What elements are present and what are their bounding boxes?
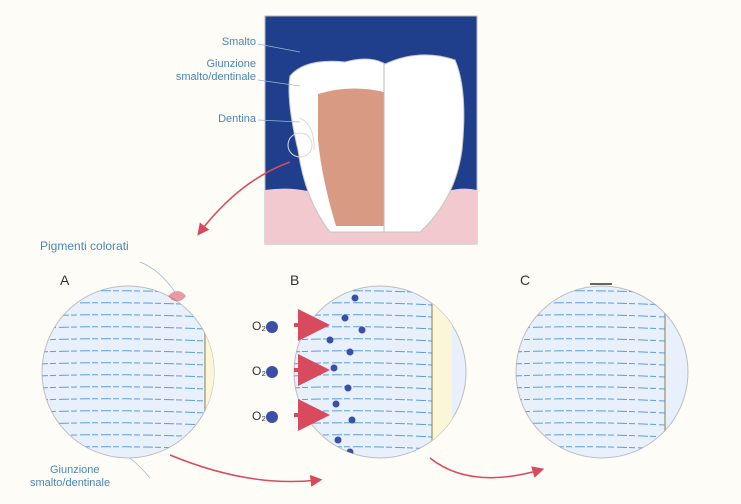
oxygen-particle (352, 295, 359, 302)
arrow-b-to-c (430, 458, 540, 478)
oxygen-label-2: O₂ (252, 365, 266, 379)
panel-label-c: C (520, 272, 530, 288)
label-junction-bottom-1: Giunzione (50, 464, 100, 477)
label-junction-top-1: Giunzione (150, 58, 256, 71)
oxygen-dot (266, 366, 278, 378)
label-pigments: Pigmenti colorati (40, 240, 129, 254)
label-junction-top-2: smalto/dentinale (150, 71, 256, 84)
label-enamel: Smalto (180, 36, 256, 49)
oxygen-particle (359, 327, 366, 334)
oxygen-particle (349, 417, 356, 424)
oxygen-particle (335, 437, 342, 444)
panel-label-a: A (60, 272, 69, 288)
tooth-illustration (265, 16, 477, 244)
oxygen-particle (342, 315, 349, 322)
label-dentin: Dentina (170, 113, 256, 126)
oxygen-dot (266, 411, 278, 423)
oxygen-particle (331, 365, 338, 372)
panel-label-b: B (290, 272, 299, 288)
circle-c (512, 280, 688, 470)
oxygen-dot (266, 321, 278, 333)
oxygen-particle (345, 385, 352, 392)
oxygen-particle (327, 287, 334, 294)
oxygen-label-1: O₂ (252, 320, 266, 334)
oxygen-particle (347, 349, 354, 356)
circle-a (38, 280, 225, 470)
circle-b (290, 280, 466, 470)
oxygen-particle (333, 401, 340, 408)
oxygen-particle (327, 337, 334, 344)
label-junction-bottom-2: smalto/dentinale (30, 477, 110, 490)
oxygen-label-3: O₂ (252, 410, 266, 424)
arrow-a-to-b (170, 455, 318, 482)
